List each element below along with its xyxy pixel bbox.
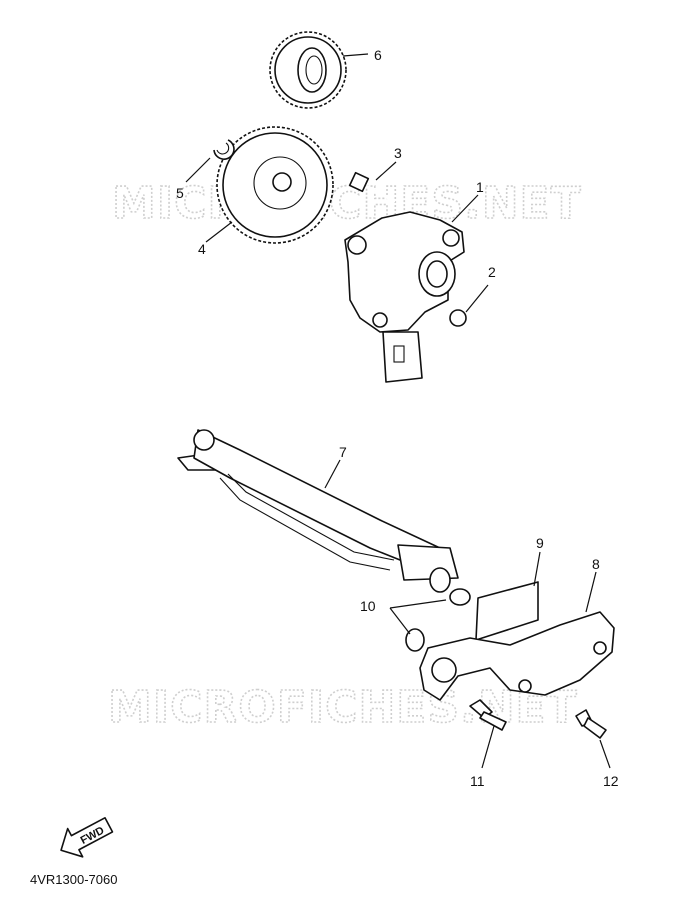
diagram-code: 4VR1300-7060: [30, 872, 117, 887]
callout-10: 10: [360, 598, 376, 614]
watermark-bottom: MICROFICHES.NET: [108, 682, 578, 733]
leader-11: [481, 725, 495, 769]
callout-9: 9: [536, 535, 544, 551]
leader-6: [342, 53, 369, 57]
leader-4: [205, 221, 233, 243]
part-8-oil-pipe: [419, 611, 615, 701]
callout-12: 12: [603, 773, 619, 789]
callout-6: 6: [374, 47, 382, 63]
callout-11: 11: [470, 773, 485, 789]
part-12-bolt: [575, 709, 607, 739]
leader-3: [375, 161, 397, 181]
part-4-gear: [216, 126, 334, 244]
part-11-bolt: [469, 699, 507, 731]
leader-5: [185, 157, 211, 183]
part-7-oil-strainer: [177, 429, 459, 593]
callout-4: 4: [198, 241, 206, 257]
part-10-o-ring-a: [449, 588, 471, 606]
callout-5: 5: [176, 185, 184, 201]
leader-10b: [389, 607, 411, 635]
part-3-bolt: [348, 171, 396, 204]
callout-7: 7: [339, 444, 347, 460]
callout-8: 8: [592, 556, 600, 572]
leader-7: [324, 459, 341, 489]
part-2-o-ring: [449, 309, 467, 327]
leader-9: [533, 551, 541, 587]
part-9-gasket: [475, 581, 539, 641]
leader-10a: [389, 599, 447, 609]
watermark-top: MICROFICHES.NET: [112, 178, 582, 229]
leader-8: [585, 571, 597, 613]
callout-2: 2: [488, 264, 496, 280]
leader-12: [599, 739, 611, 769]
callout-3: 3: [394, 145, 402, 161]
leader-1: [451, 194, 479, 223]
part-10-o-ring-b: [405, 628, 425, 652]
callout-1: 1: [476, 179, 484, 195]
part-1-oil-pump: [344, 211, 465, 383]
fwd-label: FWD: [79, 825, 107, 847]
part-6-gear: [269, 31, 347, 109]
leader-2: [465, 284, 489, 313]
fwd-arrow-icon: FWD: [60, 816, 114, 858]
part-5-circlip: [213, 139, 235, 160]
